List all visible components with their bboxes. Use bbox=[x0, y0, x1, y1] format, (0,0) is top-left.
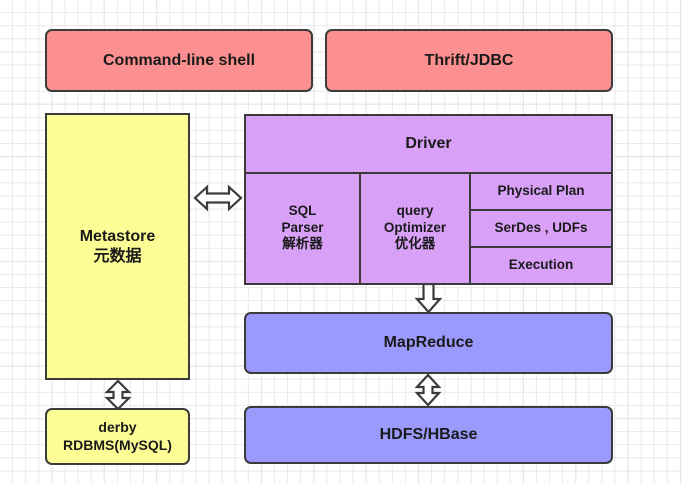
node-mapreduce: MapReduce bbox=[244, 312, 613, 374]
node-execution: Execution bbox=[469, 245, 613, 285]
arrow-metastore-rdbms-icon bbox=[103, 379, 133, 411]
node-query-optimizer: query Optimizer 优化器 bbox=[358, 171, 472, 285]
node-hdfs-hbase: HDFS/HBase bbox=[244, 406, 613, 464]
node-metastore: Metastore 元数据 bbox=[45, 113, 190, 380]
arrow-driver-mapreduce-icon bbox=[413, 283, 444, 314]
node-serdes-udfs: SerDes , UDFs bbox=[469, 208, 613, 248]
node-thrift-jdbc: Thrift/JDBC bbox=[325, 29, 613, 92]
node-command-line-shell: Command-line shell bbox=[45, 29, 313, 92]
node-sql-parser: SQL Parser 解析器 bbox=[244, 171, 361, 285]
arrow-mapreduce-hdfs-icon bbox=[413, 373, 443, 407]
arrow-metastore-driver-icon bbox=[193, 183, 243, 213]
node-rdbms-derby: derby RDBMS(MySQL) bbox=[45, 408, 190, 465]
node-driver-header: Driver bbox=[244, 114, 613, 174]
node-physical-plan: Physical Plan bbox=[469, 171, 613, 211]
